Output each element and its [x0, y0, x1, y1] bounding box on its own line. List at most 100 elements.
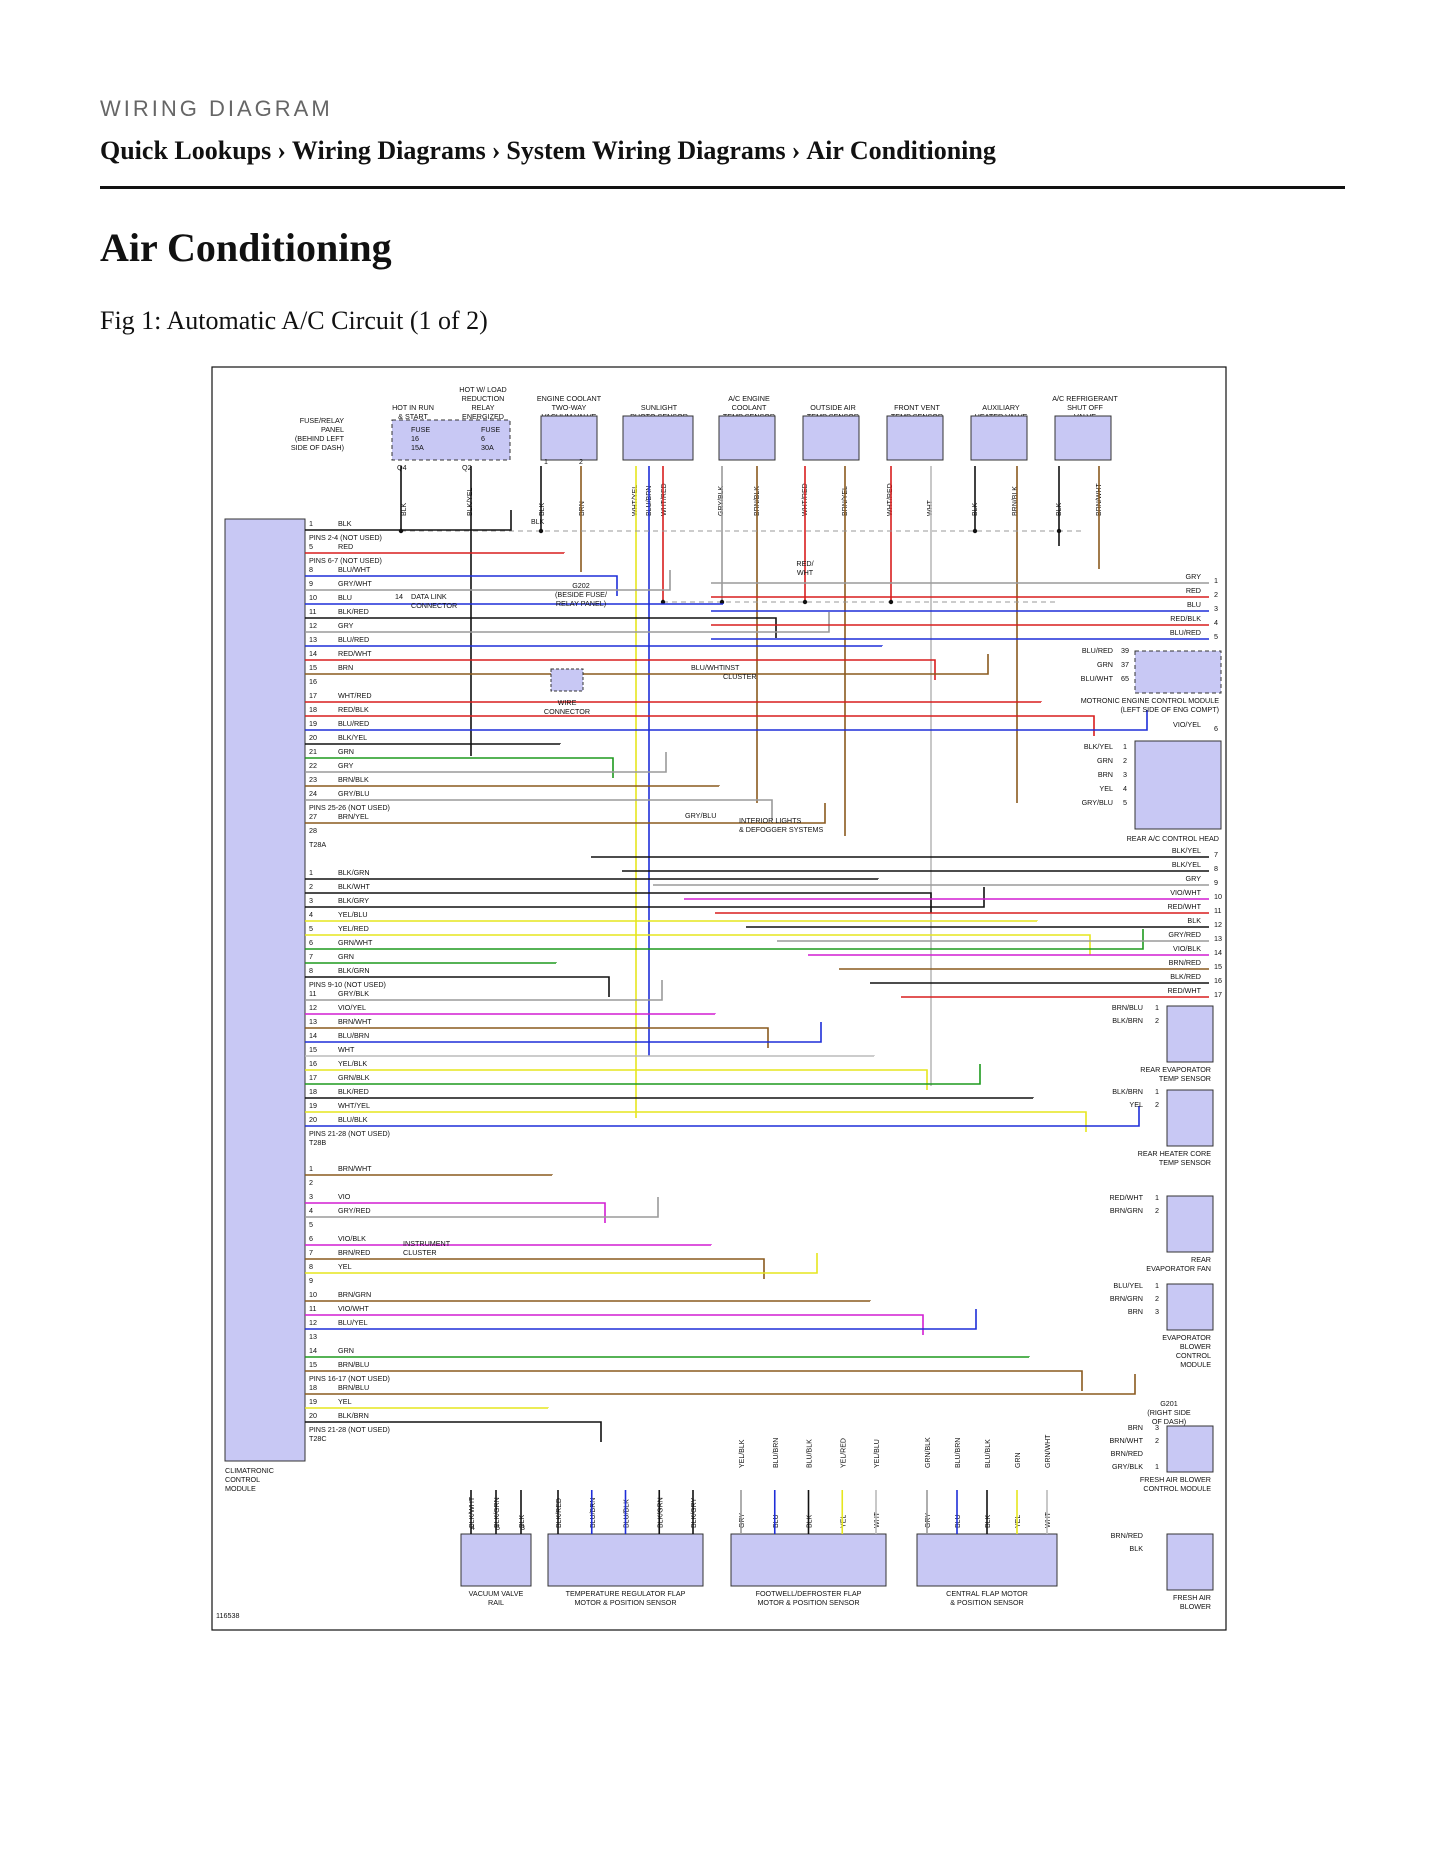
wire-label: BRN/WHT: [1109, 1436, 1143, 1445]
wire-label: YEL/RED: [840, 1438, 847, 1468]
pin-wire-label: RED/WHT: [338, 649, 372, 658]
pin-number: 3: [1214, 604, 1218, 613]
right-component: [1166, 1283, 1214, 1331]
wire-label: GRY/RED: [1168, 930, 1201, 939]
component-label: CONNECTOR: [544, 707, 590, 716]
component-label: SHUT OFF: [1067, 403, 1103, 412]
pin-number: 5: [1123, 798, 1127, 807]
pin-wire-label: RED/BLK: [338, 705, 369, 714]
breadcrumb-quick-lookups[interactable]: Quick Lookups: [100, 136, 272, 165]
wire-label: BLU/BLK: [807, 1439, 814, 1468]
wire-label: BLK/BRN: [1112, 1087, 1143, 1096]
pin-number: 1: [1155, 1003, 1159, 1012]
component-label: BLOWER: [1180, 1342, 1211, 1351]
component-label: HOT W/ LOAD: [459, 385, 506, 394]
fuse-label: FUSE: [481, 425, 500, 434]
pin-number: 4: [471, 1525, 475, 1532]
pin-number: 2: [1155, 1294, 1159, 1303]
circuit-wire: [305, 1370, 1083, 1392]
component-box: [802, 415, 860, 461]
wire-label: YEL: [1099, 784, 1113, 793]
component-label: BLOWER: [1180, 1602, 1211, 1611]
inline-label: INTERIOR LIGHTS: [739, 816, 802, 825]
pin-wire-label: BRN/GRN: [338, 1290, 371, 1299]
component-label: (LEFT SIDE OF ENG COMPT): [1120, 705, 1219, 714]
pin-number: 11: [309, 607, 316, 616]
pin-wire-label: GRN/BLK: [338, 1073, 370, 1082]
component-label: REDUCTION: [462, 394, 505, 403]
pin-number: 20: [309, 1411, 317, 1420]
circuit-wire: [305, 1309, 977, 1330]
pin-number: 3: [1155, 1423, 1159, 1432]
breadcrumb-air-conditioning[interactable]: Air Conditioning: [806, 136, 996, 165]
component-label: WIRE: [558, 698, 577, 707]
pin-wire-label: BLK/GRY: [338, 896, 369, 905]
pin-number: 13: [309, 1332, 317, 1341]
circuit-wire: [305, 980, 663, 1001]
splice-dot: [1056, 528, 1062, 534]
pin-number: 9: [1214, 878, 1218, 887]
pin-wire-label: BLK: [338, 519, 352, 528]
pin-number: 7: [1214, 850, 1218, 859]
breadcrumb-wiring-diagrams[interactable]: Wiring Diagrams: [291, 136, 486, 165]
pin-wire-label: PINS 6-7 (NOT USED): [309, 556, 382, 565]
pin-wire-label: BLU/WHT: [338, 565, 371, 574]
pin-number: 6: [1214, 724, 1218, 733]
component-label: MODULE: [1180, 1360, 1211, 1369]
pin-wire-label: YEL/RED: [338, 924, 369, 933]
pin-number: 2: [309, 1178, 313, 1187]
breadcrumb-separator: ›: [791, 136, 801, 165]
pin-wire-label: RED: [338, 542, 353, 551]
pin-number: 3: [521, 1525, 525, 1532]
wire-label: RED/: [796, 559, 813, 568]
pin-label: Q2: [462, 463, 472, 472]
inline-label: CLUSTER: [403, 1248, 437, 1257]
wire-label: BLK/YEL: [1172, 860, 1201, 869]
pin-number: 15: [309, 1045, 317, 1054]
wire-label: BRN: [1098, 770, 1113, 779]
inline-label: DATA LINK: [411, 592, 447, 601]
pin-number: 17: [309, 1073, 317, 1082]
wire-label: BRN/GRN: [1110, 1206, 1143, 1215]
wire-label: BRN/BLK: [1012, 486, 1019, 516]
wire-label: GRN/BLK: [925, 1437, 932, 1468]
bottom-component: [547, 1533, 704, 1587]
fuse-panel-label: FUSE/RELAY: [300, 416, 344, 425]
component-label: REAR: [1191, 1255, 1211, 1264]
pin-wire-label: WHT/RED: [338, 691, 372, 700]
wire-label: BLU/BLK: [985, 1439, 992, 1468]
right-component: [1166, 1195, 1214, 1253]
pin-wire-label: PINS 21-28 (NOT USED): [309, 1129, 390, 1138]
pin-number: 3: [309, 896, 313, 905]
component-label: TEMPERATURE REGULATOR FLAP: [566, 1589, 686, 1598]
ground-label: (RIGHT SIDE: [1147, 1408, 1191, 1417]
wire-label: BRN/RED: [1111, 1531, 1143, 1540]
circuit-wire: [305, 1022, 822, 1043]
pin-number: 18: [309, 1383, 317, 1392]
pin-number: 11: [309, 1304, 316, 1313]
diagram-label: 1: [544, 459, 548, 466]
pin-number: 24: [309, 789, 317, 798]
pin-number: 20: [309, 733, 317, 742]
wire-label: BLU/BLK: [624, 1499, 631, 1528]
pin-wire-label: GRN: [338, 1346, 354, 1355]
component-label: COOLANT: [732, 403, 767, 412]
fuse-label: 6: [481, 434, 485, 443]
ground-label: G202: [572, 581, 590, 590]
pin-number: 2: [1155, 1016, 1159, 1025]
pin-number: 4: [309, 1206, 313, 1215]
breadcrumb-system-wiring-diagrams[interactable]: System Wiring Diagrams: [506, 136, 786, 165]
wire-label: GRY: [1186, 572, 1202, 581]
pin-number: 2: [309, 882, 313, 891]
wire-label: BRN: [1128, 1423, 1143, 1432]
component-label: CONTROL: [1176, 1351, 1211, 1360]
bottom-component: [916, 1533, 1058, 1587]
pin-wire-label: WHT: [338, 1045, 355, 1054]
pin-wire-label: YEL: [338, 1397, 352, 1406]
wire-label: BLU: [955, 1514, 962, 1528]
component-box: [1054, 415, 1112, 461]
wire-label: BLK/GRN: [657, 1497, 664, 1528]
component-label: REAR A/C CONTROL HEAD: [1127, 834, 1219, 843]
pin-number: 12: [309, 1003, 317, 1012]
component-label: FOOTWELL/DEFROSTER FLAP: [756, 1589, 862, 1598]
